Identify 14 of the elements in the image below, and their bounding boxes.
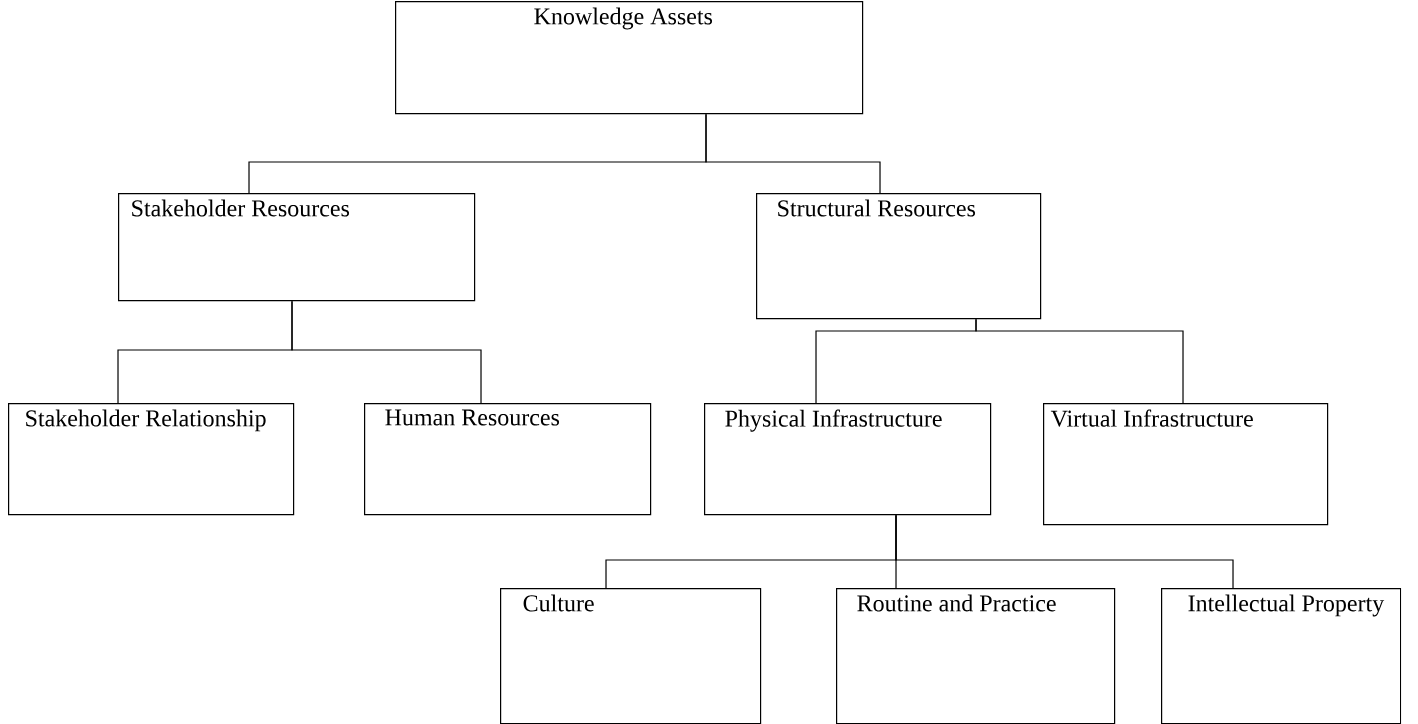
connector-line bbox=[975, 318, 1184, 404]
text-box: Virtual Infrastructure bbox=[1043, 403, 1329, 526]
text-box: Structural Resources bbox=[756, 193, 1042, 320]
text-box: Intellectual Property bbox=[1161, 588, 1402, 724]
text-box: Knowledge Assets bbox=[395, 1, 864, 115]
text-box: Stakeholder Relationship bbox=[8, 403, 295, 516]
connector-line bbox=[705, 113, 881, 194]
text-box: Routine and Practice bbox=[836, 588, 1116, 724]
connector-line bbox=[895, 514, 1234, 589]
text-box: Human Resources bbox=[364, 403, 652, 516]
connector-line bbox=[291, 300, 482, 404]
text-box: Culture bbox=[500, 588, 762, 724]
text-box: Physical Infrastructure bbox=[704, 403, 992, 516]
text-box: Stakeholder Resources bbox=[118, 193, 476, 302]
